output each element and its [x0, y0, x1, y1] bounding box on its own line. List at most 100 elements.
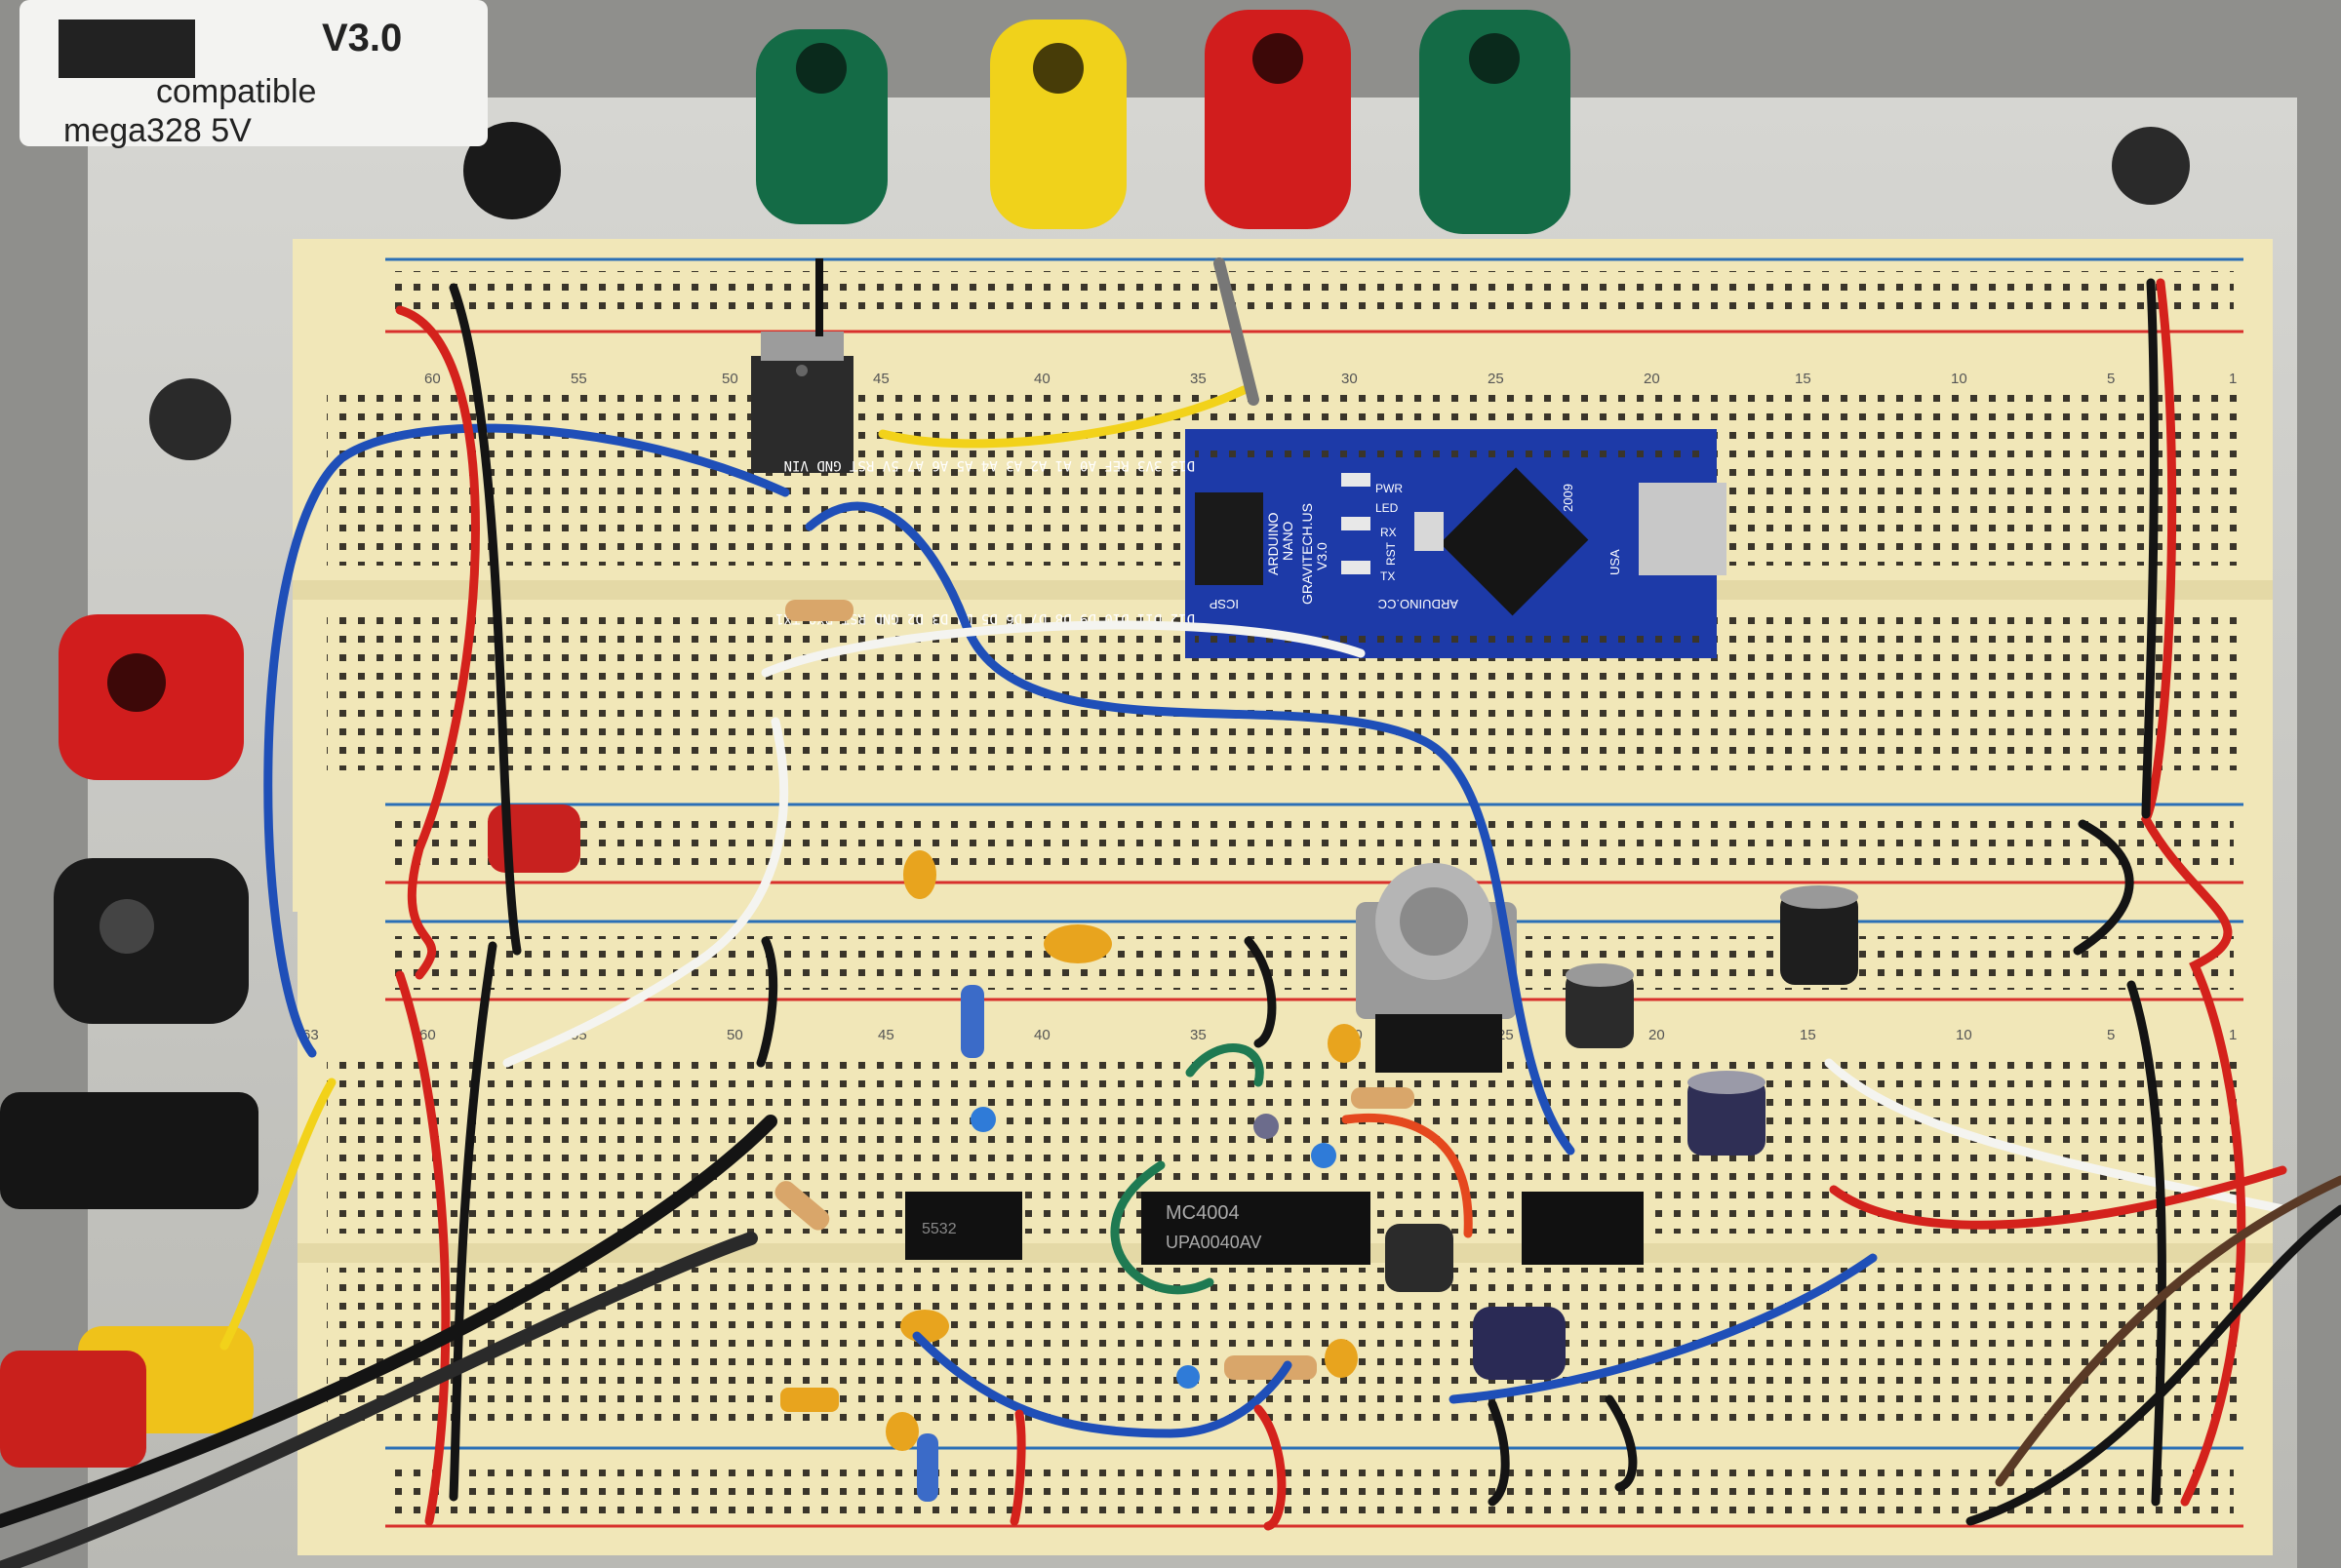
nano-model-line2: NANO	[1280, 521, 1295, 561]
wire-red-cable	[1829, 1165, 2287, 1230]
arduino-nano-board: D13 3V3 REF A0 A1 A2 A3 A4 A5 A6 A7 5V R…	[775, 429, 1726, 658]
resistors	[774, 600, 1414, 1502]
mounting-hole-left	[149, 378, 231, 460]
electrolytic-cap-5	[1473, 1307, 1566, 1380]
probe-plug-black	[0, 1092, 258, 1209]
wire-red-short-2	[1253, 1404, 1287, 1531]
ic-center-line2: UPA0040AV	[1166, 1233, 1261, 1252]
wire-red-left	[395, 305, 480, 980]
nano-usa: USA	[1607, 549, 1622, 575]
nano-pwr-label: PWR	[1375, 482, 1403, 495]
binding-post-black-left	[54, 858, 249, 1024]
wire-black-2	[2141, 278, 2159, 819]
ic-right	[1522, 1192, 1644, 1265]
ic-center-line1: MC4004	[1166, 1202, 1240, 1224]
col-num: 60	[424, 371, 441, 387]
col-num: 35	[1190, 1027, 1207, 1043]
binding-post-green-1	[756, 29, 888, 224]
wires	[0, 257, 2341, 1568]
wire-blue-4	[1448, 1253, 1878, 1404]
cable-hole-top	[463, 122, 561, 219]
sticker-line1: V3.0	[322, 17, 402, 59]
col-num: 5	[2107, 1027, 2115, 1043]
wire-black-5	[756, 936, 778, 1068]
nano-brand: GRAVITECH.US	[1299, 503, 1315, 605]
cable-brown-right	[1995, 1175, 2341, 1487]
binding-post-red-left	[59, 614, 244, 780]
wire-yellow	[878, 385, 1249, 449]
wire-gray-jumper	[1213, 257, 1259, 406]
nano-rst-btn-label: RST	[1384, 541, 1398, 566]
nano-top-pins: D13 3V3 REF A0 A1 A2 A3 A4 A5 A6 A7 5V R…	[784, 457, 1195, 473]
wire-white-2	[502, 717, 789, 1068]
wire-black-4	[449, 941, 497, 1502]
col-num: 40	[1034, 1027, 1051, 1043]
col-num: 25	[1488, 371, 1504, 387]
wire-yellow-probe	[219, 1078, 337, 1351]
wire-black-7	[2126, 980, 2166, 1507]
sticker-line2: compatible	[156, 73, 316, 110]
electrolytic-cap-1	[1566, 963, 1634, 1048]
nano-led-label: LED	[1375, 501, 1399, 515]
electrolytic-cap-red	[488, 804, 580, 873]
wire-blue-1	[263, 423, 790, 1058]
ic-dual-opamp-left: 5532	[905, 1192, 1022, 1260]
col-num: 1	[2229, 1027, 2237, 1043]
wire-white-1	[761, 620, 1366, 678]
wire-green-loop-2	[1110, 1160, 1214, 1295]
voltage-regulator	[751, 258, 853, 473]
col-num: 45	[878, 1027, 894, 1043]
col-num: 60	[419, 1027, 436, 1043]
electrolytic-cap-2	[1780, 885, 1858, 985]
binding-post-yellow	[990, 20, 1127, 229]
col-num: 15	[1795, 371, 1811, 387]
col-num: 10	[1956, 1027, 1972, 1043]
col-num: 40	[1034, 371, 1051, 387]
col-num: 50	[722, 371, 738, 387]
col-num: 5	[2107, 371, 2115, 387]
nano-tx-label: TX	[1380, 569, 1395, 583]
ic-left-text: 5532	[922, 1221, 957, 1237]
col-num: 35	[1190, 371, 1207, 387]
wire-black-6	[1244, 936, 1277, 1048]
nano-version: V3.0	[1314, 542, 1329, 570]
ceramic-caps	[780, 850, 1361, 1451]
wire-blue-3	[912, 1331, 1292, 1438]
col-num: 15	[1800, 1027, 1816, 1043]
wire-green-loop-1	[1185, 1043, 1264, 1087]
wire-red-orange	[1341, 1113, 1473, 1238]
nano-rx-label: RX	[1380, 526, 1397, 539]
cable-gray-bottom-left	[0, 1232, 758, 1568]
mounting-hole-right	[2112, 127, 2190, 205]
wire-black-1	[449, 283, 522, 956]
cable-black-right	[1965, 1204, 2341, 1526]
col-num: 1	[2229, 371, 2237, 387]
nano-icsp: ICSP	[1210, 597, 1239, 611]
electrolytic-cap-3	[1687, 1071, 1766, 1156]
label-sticker: V3.0 compatible mega328 5V	[20, 0, 488, 149]
nano-year: 2009	[1561, 484, 1575, 512]
col-num: 45	[873, 371, 890, 387]
wire-red-short-1	[1010, 1409, 1026, 1526]
wire-white-3	[1824, 1058, 2287, 1214]
nano-arduino-cc: ARDUINO.CC	[1378, 597, 1458, 611]
col-num: 50	[727, 1027, 743, 1043]
wire-red-left-2	[395, 970, 451, 1526]
col-num: 10	[1951, 371, 1967, 387]
wire-blue-2	[805, 501, 1575, 1156]
binding-post-green-2	[1419, 10, 1570, 234]
col-num: 20	[1648, 1027, 1665, 1043]
cable-black-bottom-left	[0, 1115, 777, 1528]
col-num: 30	[1341, 371, 1358, 387]
wire-black-3	[2073, 819, 2134, 956]
sticker-line3: mega328 5V	[63, 112, 252, 149]
col-num: 55	[571, 371, 587, 387]
binding-post-red-top	[1205, 10, 1351, 229]
col-num: 20	[1644, 371, 1660, 387]
top-column-numbers: 60 55 50 45 40 35 30 25 20 15 10 5 1	[424, 371, 2237, 387]
wire-black-9	[1605, 1394, 1638, 1492]
nano-model-line1: ARDUINO	[1265, 512, 1281, 575]
probe-plug-yellow-red	[0, 1326, 254, 1468]
electrolytic-cap-4	[1385, 1224, 1453, 1292]
